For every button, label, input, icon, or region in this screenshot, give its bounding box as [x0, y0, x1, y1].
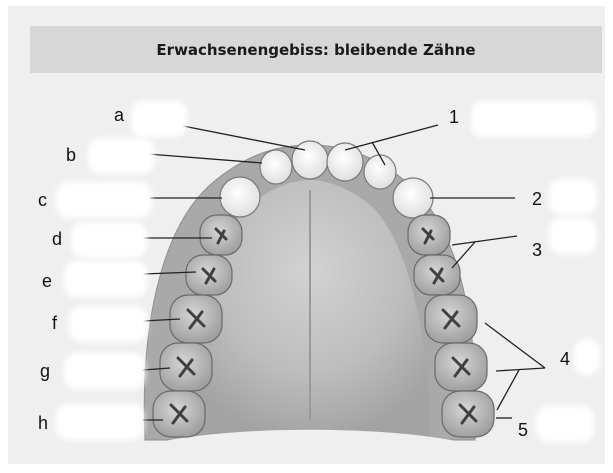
label-f: f [52, 314, 57, 332]
label-5: 5 [518, 421, 528, 439]
blank-4 [578, 343, 596, 371]
blank-d [75, 226, 143, 254]
label-a: a [114, 106, 124, 124]
tooth-right-central-incisor [292, 141, 328, 179]
tooth-right-canine [220, 177, 260, 217]
blank-5 [540, 410, 590, 438]
blank-2 [553, 183, 593, 211]
blank-g [68, 357, 141, 385]
tooth-left-canine [393, 178, 433, 218]
label-b: b [66, 146, 76, 164]
blank-1 [475, 105, 593, 133]
blank-e [68, 265, 143, 293]
label-4: 4 [560, 350, 570, 368]
label-e: e [42, 272, 52, 290]
blank-b [92, 142, 150, 170]
label-1: 1 [449, 108, 459, 126]
blank-f [73, 310, 143, 338]
label-2: 2 [532, 190, 542, 208]
blank-3 [553, 222, 593, 250]
tooth-left-central-incisor [327, 143, 363, 181]
tooth-right-lateral-incisor [260, 150, 292, 184]
blank-a [135, 105, 183, 133]
blank-c [60, 186, 148, 214]
label-c: c [38, 191, 47, 209]
label-3: 3 [532, 241, 542, 259]
label-h: h [38, 414, 48, 432]
blank-h [60, 408, 140, 436]
label-d: d [52, 230, 62, 248]
label-g: g [40, 362, 50, 380]
tooth-left-lateral-incisor [364, 155, 396, 189]
